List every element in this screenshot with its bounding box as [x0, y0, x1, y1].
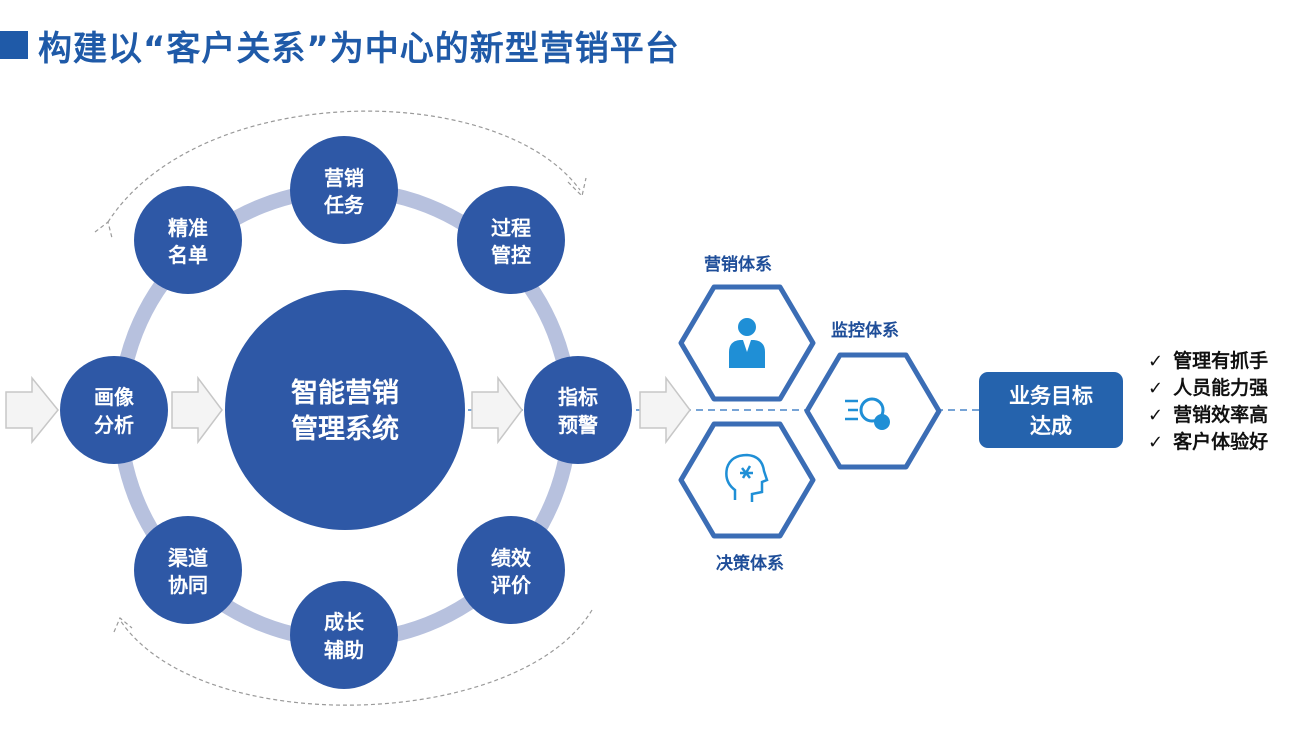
cycle-arrows	[94, 110, 593, 706]
flow-arrow-3	[471, 375, 523, 445]
node-label: 指标	[558, 385, 598, 409]
node-label: 辅助	[324, 638, 364, 662]
outcome-item: ✓ 客户体验好	[1148, 429, 1268, 456]
node-label: 管控	[491, 243, 531, 267]
flow-arrow-2	[171, 375, 223, 445]
head-brain-icon	[725, 453, 769, 502]
node-label: 营销	[324, 166, 364, 190]
top-cycle-arrow	[107, 110, 581, 223]
monitoring-system-label: 监控体系	[831, 320, 899, 341]
bottom-cycle-arrow	[119, 609, 593, 706]
hex-marketing-system: 营销体系	[678, 254, 816, 402]
node-label: 评价	[491, 573, 532, 597]
node-label: 任务	[323, 193, 365, 217]
center-line2: 管理系统	[291, 413, 399, 445]
title-bar: 构建以“客户关系”为中心的新型营销平台	[0, 20, 680, 70]
node-label: 协同	[168, 573, 208, 597]
node-performance-eval: 绩效 评价	[457, 516, 565, 624]
marketing-system-label: 营销体系	[704, 254, 772, 275]
node-label: 预警	[558, 413, 598, 437]
node-label: 精准	[168, 216, 208, 240]
node-growth-assist: 成长 辅助	[290, 581, 398, 689]
hex-decision-system: 决策体系	[678, 421, 816, 574]
node-indicator-warning: 指标 预警	[524, 356, 632, 464]
check-icon: ✓	[1148, 432, 1164, 453]
center-node: 智能营销 管理系统	[225, 290, 465, 530]
outcome-item: ✓ 营销效率高	[1148, 402, 1268, 429]
node-label: 成长	[324, 610, 365, 634]
decision-system-label: 决策体系	[716, 553, 784, 574]
check-icon: ✓	[1148, 351, 1164, 372]
top-cycle-arrow-head-right	[567, 177, 587, 198]
outcome-item: ✓ 人员能力强	[1148, 375, 1268, 402]
hex-monitoring-system: 监控体系	[804, 320, 942, 470]
node-label: 过程	[491, 216, 531, 240]
node-marketing-task: 营销 任务	[290, 136, 398, 244]
center-line1: 智能营销	[291, 377, 399, 409]
goal-line1: 业务目标	[1009, 384, 1093, 408]
flow-arrow-4	[639, 375, 691, 445]
top-cycle-arrow-head-left	[94, 220, 113, 239]
outcome-list: ✓ 管理有抓手 ✓ 人员能力强 ✓ 营销效率高 ✓ 客户体验好	[1148, 348, 1268, 456]
outcome-text: 营销效率高	[1173, 404, 1269, 426]
node-process-control: 过程 管控	[457, 186, 565, 294]
goal-line2: 达成	[1030, 414, 1072, 438]
magnifier-icon	[845, 397, 890, 430]
node-label: 分析	[94, 413, 134, 437]
node-channel-collab: 渠道 协同	[134, 516, 242, 624]
node-precise-list: 精准 名单	[134, 186, 242, 294]
flow-arrow-1	[5, 375, 59, 445]
node-label: 画像	[94, 385, 135, 409]
title-square-icon	[0, 31, 28, 59]
node-label: 名单	[168, 243, 208, 267]
flow-arrows	[5, 375, 691, 445]
bottom-cycle-arrow-head-left	[113, 617, 133, 633]
outcome-item: ✓ 管理有抓手	[1148, 348, 1268, 375]
outcome-text: 人员能力强	[1173, 377, 1269, 399]
check-icon: ✓	[1148, 378, 1164, 399]
outcome-text: 客户体验好	[1173, 431, 1269, 453]
node-label: 绩效	[491, 546, 531, 570]
goal-box: 业务目标 达成	[979, 372, 1123, 448]
check-icon: ✓	[1148, 405, 1164, 426]
person-icon	[729, 318, 765, 368]
node-label: 渠道	[168, 546, 208, 570]
outcome-text: 管理有抓手	[1173, 350, 1269, 372]
node-profile-analysis: 画像 分析	[60, 356, 168, 464]
page-title: 构建以“客户关系”为中心的新型营销平台	[38, 28, 680, 69]
